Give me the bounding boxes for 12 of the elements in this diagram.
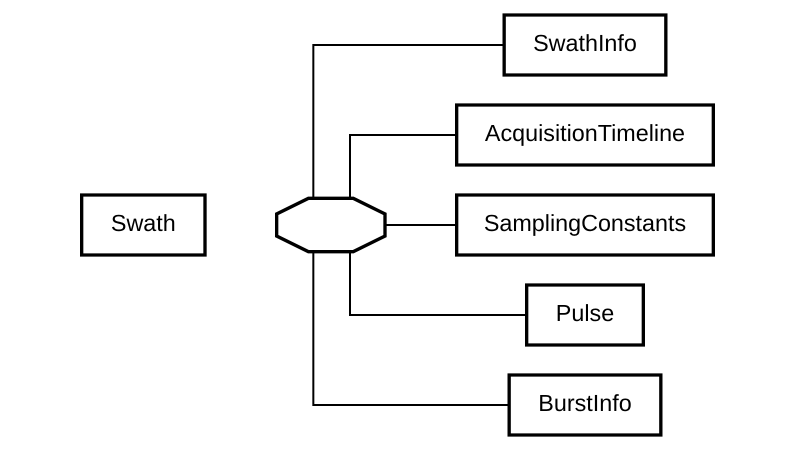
node-box: SamplingConstants <box>455 193 715 257</box>
node-box: Swath <box>80 193 207 257</box>
node-box: SwathInfo <box>502 13 668 77</box>
connector <box>312 44 504 198</box>
connector <box>349 252 526 316</box>
connector <box>349 134 456 198</box>
node-octagon <box>275 196 387 254</box>
connector <box>312 252 509 406</box>
connector <box>385 224 456 226</box>
node-box: AcquisitionTimeline <box>455 103 715 167</box>
node-box: BurstInfo <box>508 373 662 437</box>
node-box: Pulse <box>525 283 645 347</box>
